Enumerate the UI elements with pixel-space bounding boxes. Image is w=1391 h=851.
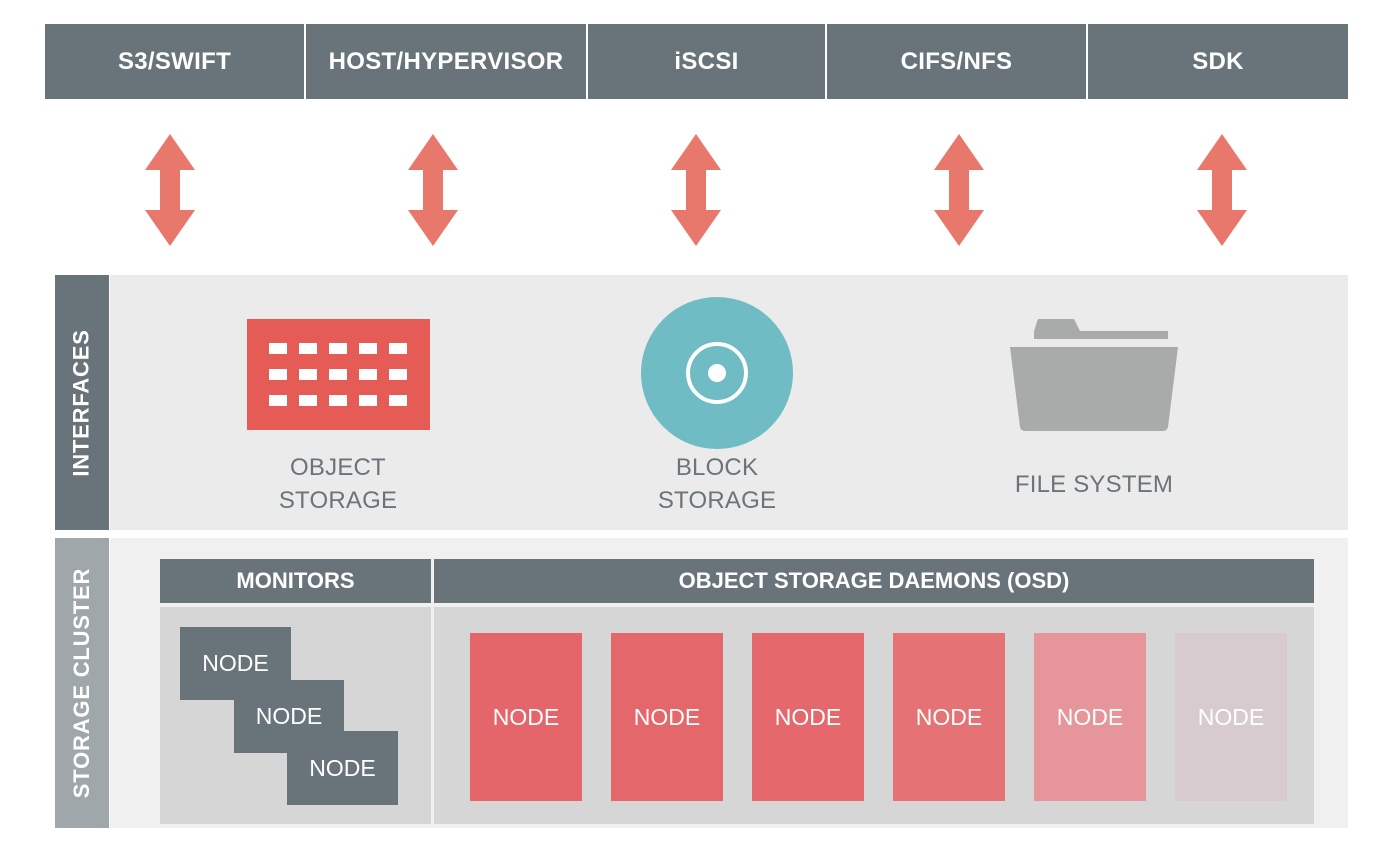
block-storage-caption-line2: STORAGE — [657, 487, 777, 514]
storage-cluster-label-text: STORAGE CLUSTER — [69, 567, 95, 799]
osd-header: OBJECT STORAGE DAEMONS (OSD) — [434, 559, 1314, 603]
osd-node: NODE — [1034, 633, 1146, 801]
monitors-header: MONITORS — [160, 559, 431, 603]
protocol-host-hypervisor: HOST/HYPERVISOR — [306, 24, 588, 99]
folder-icon — [1010, 319, 1178, 431]
double-arrow-icon — [408, 134, 458, 246]
block-storage-caption-line1: BLOCK — [675, 454, 759, 481]
osd-node: NODE — [611, 633, 723, 801]
osd-node: NODE — [893, 633, 1005, 801]
object-grid-icon — [247, 319, 430, 430]
double-arrow-icon — [671, 134, 721, 246]
disc-icon — [641, 297, 793, 449]
file-system-caption: FILE SYSTEM — [1014, 471, 1174, 498]
storage-cluster-label: STORAGE CLUSTER — [55, 538, 109, 828]
interfaces-label: INTERFACES — [55, 275, 109, 530]
double-arrow-icon — [1197, 134, 1247, 246]
protocol-s3-swift: S3/SWIFT — [45, 24, 306, 99]
osd-node: NODE — [752, 633, 864, 801]
protocol-iscsi: iSCSI — [588, 24, 827, 99]
monitor-node: NODE — [287, 731, 398, 805]
protocol-cifs-nfs: CIFS/NFS — [827, 24, 1088, 99]
double-arrow-icon — [934, 134, 984, 246]
protocol-sdk: SDK — [1088, 24, 1348, 99]
double-arrow-icon — [145, 134, 195, 246]
object-storage-caption-line1: OBJECT — [290, 454, 386, 481]
block-storage-caption: BLOCK STORAGE — [617, 451, 817, 517]
osd-node: NODE — [470, 633, 582, 801]
interfaces-label-text: INTERFACES — [69, 328, 95, 477]
protocol-bar: S3/SWIFT HOST/HYPERVISOR iSCSI CIFS/NFS … — [45, 24, 1348, 99]
object-storage-caption-line2: STORAGE — [278, 487, 398, 514]
object-storage-caption: OBJECT STORAGE — [238, 451, 438, 517]
osd-node: NODE — [1175, 633, 1287, 801]
